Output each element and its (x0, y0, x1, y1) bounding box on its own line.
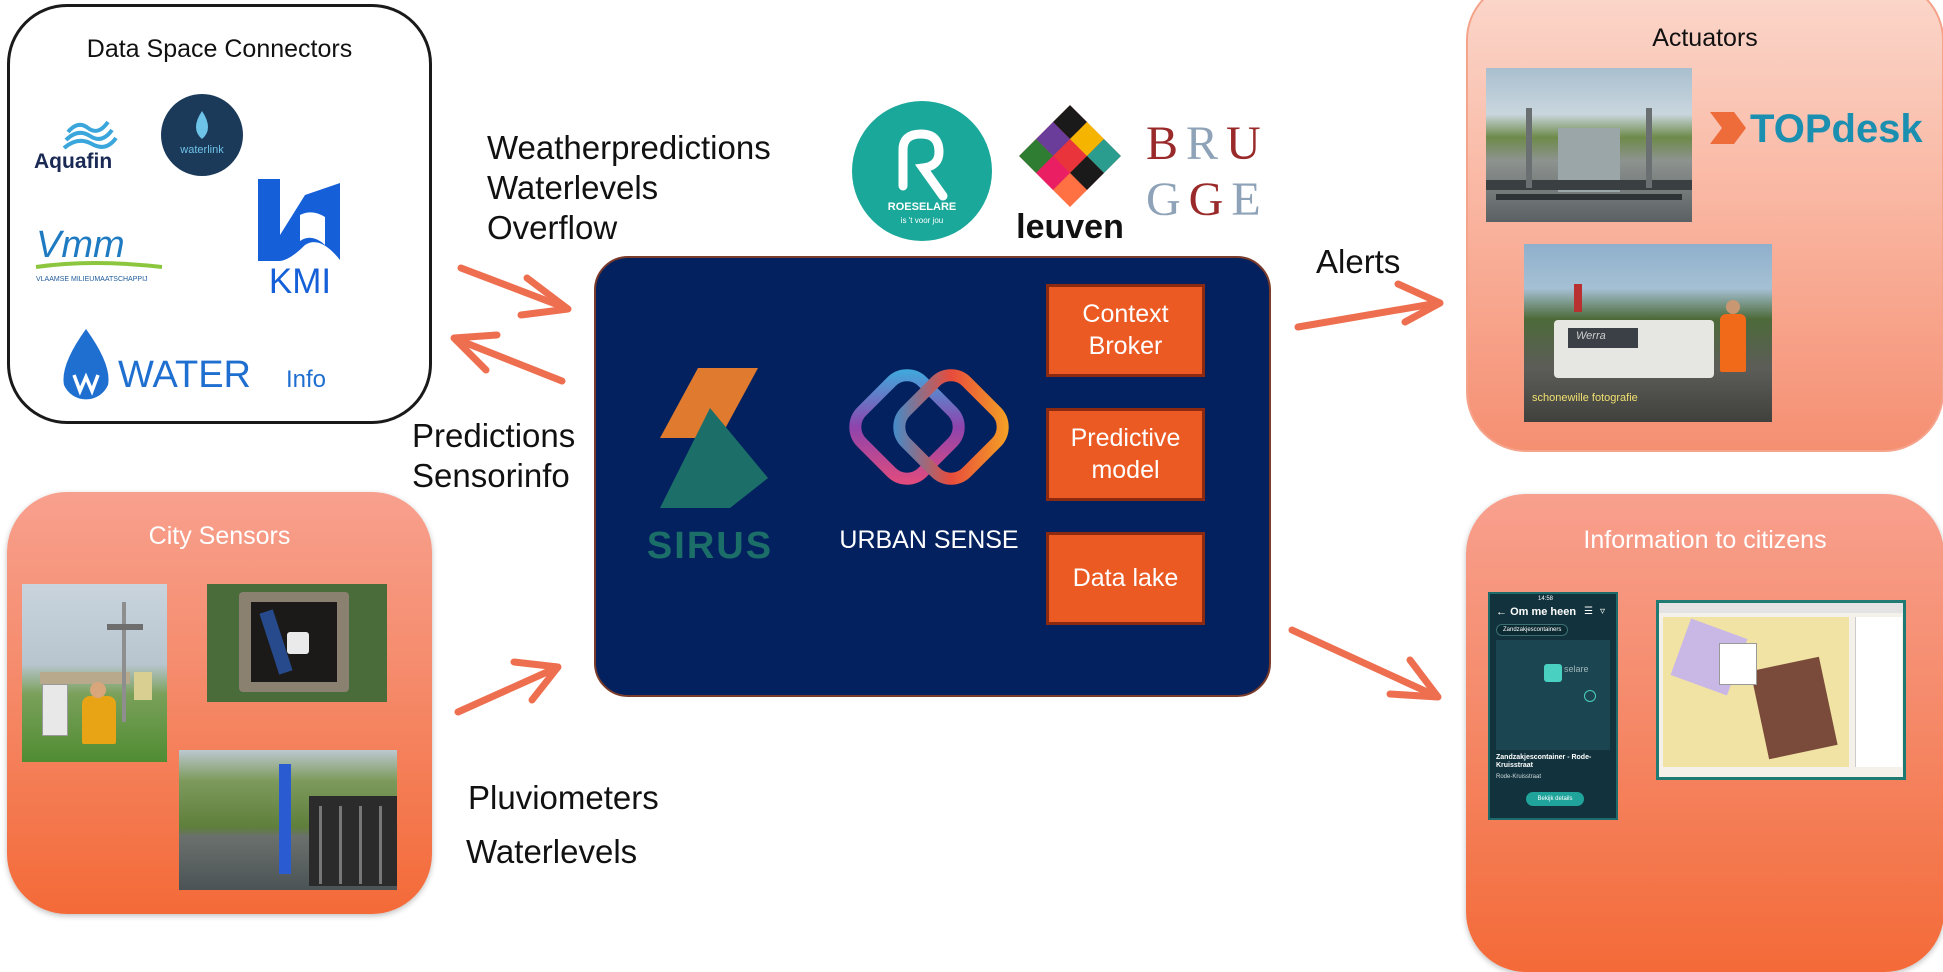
sirus-text: SIRUS (647, 525, 773, 567)
map-place-label: selare (1564, 664, 1589, 674)
waterinfo-logo: WATER Info (63, 329, 326, 400)
vmm-subtext: VLAAMSE MILIEUMAATSCHAPPIJ (36, 276, 148, 283)
waterinfo-main: WATER (118, 354, 251, 396)
vmm-logo: Vmm VLAAMSE MILIEUMAATSCHAPPIJ (35, 224, 163, 283)
river-gauge-photo (179, 750, 397, 890)
sirus-logo: SIRUS (647, 368, 773, 567)
back-icon[interactable]: ← (1496, 606, 1507, 618)
kmi-text: KMI (269, 262, 331, 297)
leuven-logo: leuven (1016, 105, 1124, 244)
alerts-label: Alerts (1316, 243, 1401, 280)
arrow-sensors-to-platform (454, 658, 562, 716)
arrow-platform-to-citizens (1288, 626, 1442, 701)
phone-app-screenshot: 14:58 ← Om me heen ☰ ▿ Zandzakjescontain… (1488, 592, 1618, 820)
predictive-model-module: Predictive model (1046, 408, 1205, 501)
list-icon[interactable]: ☰ (1584, 606, 1593, 617)
filter-icon[interactable]: ▿ (1600, 606, 1606, 617)
roeselare-logo: ROESELARE is 't voor jou (852, 101, 992, 241)
citizens-info-title: Information to citizens (1583, 526, 1827, 554)
topdesk-logo: TOPdesk (1710, 107, 1923, 151)
inbound-data-label: Weatherpredictions Waterlevels Overflow (487, 129, 771, 246)
roeselare-tagline: is 't voor jou (901, 216, 943, 225)
actuators-title: Actuators (1652, 24, 1758, 52)
context-broker-module: Context Broker (1046, 284, 1205, 377)
aquafin-text: Aquafin (34, 150, 112, 172)
brugge-logo: BRU GGE (1146, 116, 1269, 228)
urban-platform: SIRUS URBAN SENSE Context Broker Predict… (594, 256, 1271, 697)
city-sensors-box: City Sensors (7, 492, 432, 914)
web-map-screenshot (1656, 600, 1906, 780)
waterinfo-sub: Info (286, 366, 326, 393)
city-sensors-title: City Sensors (148, 522, 291, 550)
arrow-platform-to-connectors (450, 331, 566, 385)
card-subtitle: Rode-Kruisstraat (1496, 774, 1542, 780)
pluviometers-label: Pluviometers (468, 779, 659, 816)
urban-sense-text: URBAN SENSE (839, 526, 1018, 554)
topdesk-text: TOPdesk (1750, 107, 1923, 151)
brugge-row-1: BRU (1146, 117, 1269, 170)
boat-name: Werra (1576, 330, 1606, 342)
phone-map: selare (1496, 640, 1610, 750)
weather-station-photo (22, 584, 167, 762)
photo-credit: schonewille fotografie (1532, 392, 1638, 404)
vmm-text: Vmm (36, 224, 125, 266)
phone-time: 14:58 (1538, 596, 1554, 602)
citizens-info-box: Information to citizens 14:58 ← Om me he… (1466, 494, 1943, 972)
arrow-connectors-to-platform (457, 264, 572, 319)
actuators-box: Actuators TOPdesk Werra schonewille foto… (1466, 0, 1943, 452)
arrow-platform-to-actuators (1294, 280, 1444, 331)
data-lake-module: Data lake (1046, 532, 1205, 625)
waterlevels-label: Waterlevels (466, 833, 638, 870)
filter-chip[interactable]: Zandzakjescontainers (1496, 624, 1569, 636)
waterlink-logo: waterlink (161, 94, 243, 176)
data-space-connectors-box: Data Space Connectors Aquafin waterlink … (7, 4, 432, 424)
phone-header: Om me heen (1510, 606, 1577, 618)
canal-lock-photo (1486, 68, 1692, 222)
boat-lock-photo: Werra schonewille fotografie (1524, 244, 1772, 422)
manhole-sensor-photo (207, 584, 387, 702)
connectors-title: Data Space Connectors (86, 35, 353, 63)
map-marker-icon[interactable] (1544, 664, 1562, 682)
details-button[interactable]: Bekijk details (1526, 792, 1584, 806)
waterlink-text: waterlink (179, 144, 224, 156)
outbound-data-label: Predictions Sensorinfo (412, 417, 576, 494)
aquafin-logo: Aquafin (34, 120, 118, 172)
brugge-row-2: GGE (1146, 173, 1269, 226)
roeselare-name: ROESELARE (888, 201, 956, 213)
urban-sense-logo: URBAN SENSE (839, 369, 1019, 554)
kmi-logo: KMI (258, 179, 340, 297)
location-icon[interactable] (1584, 690, 1596, 702)
phone-header-row: ← Om me heen (1496, 606, 1576, 618)
card-title: Zandzakjescontainer - Rode-Kruisstraat (1496, 754, 1592, 770)
leuven-text: leuven (1016, 208, 1124, 244)
